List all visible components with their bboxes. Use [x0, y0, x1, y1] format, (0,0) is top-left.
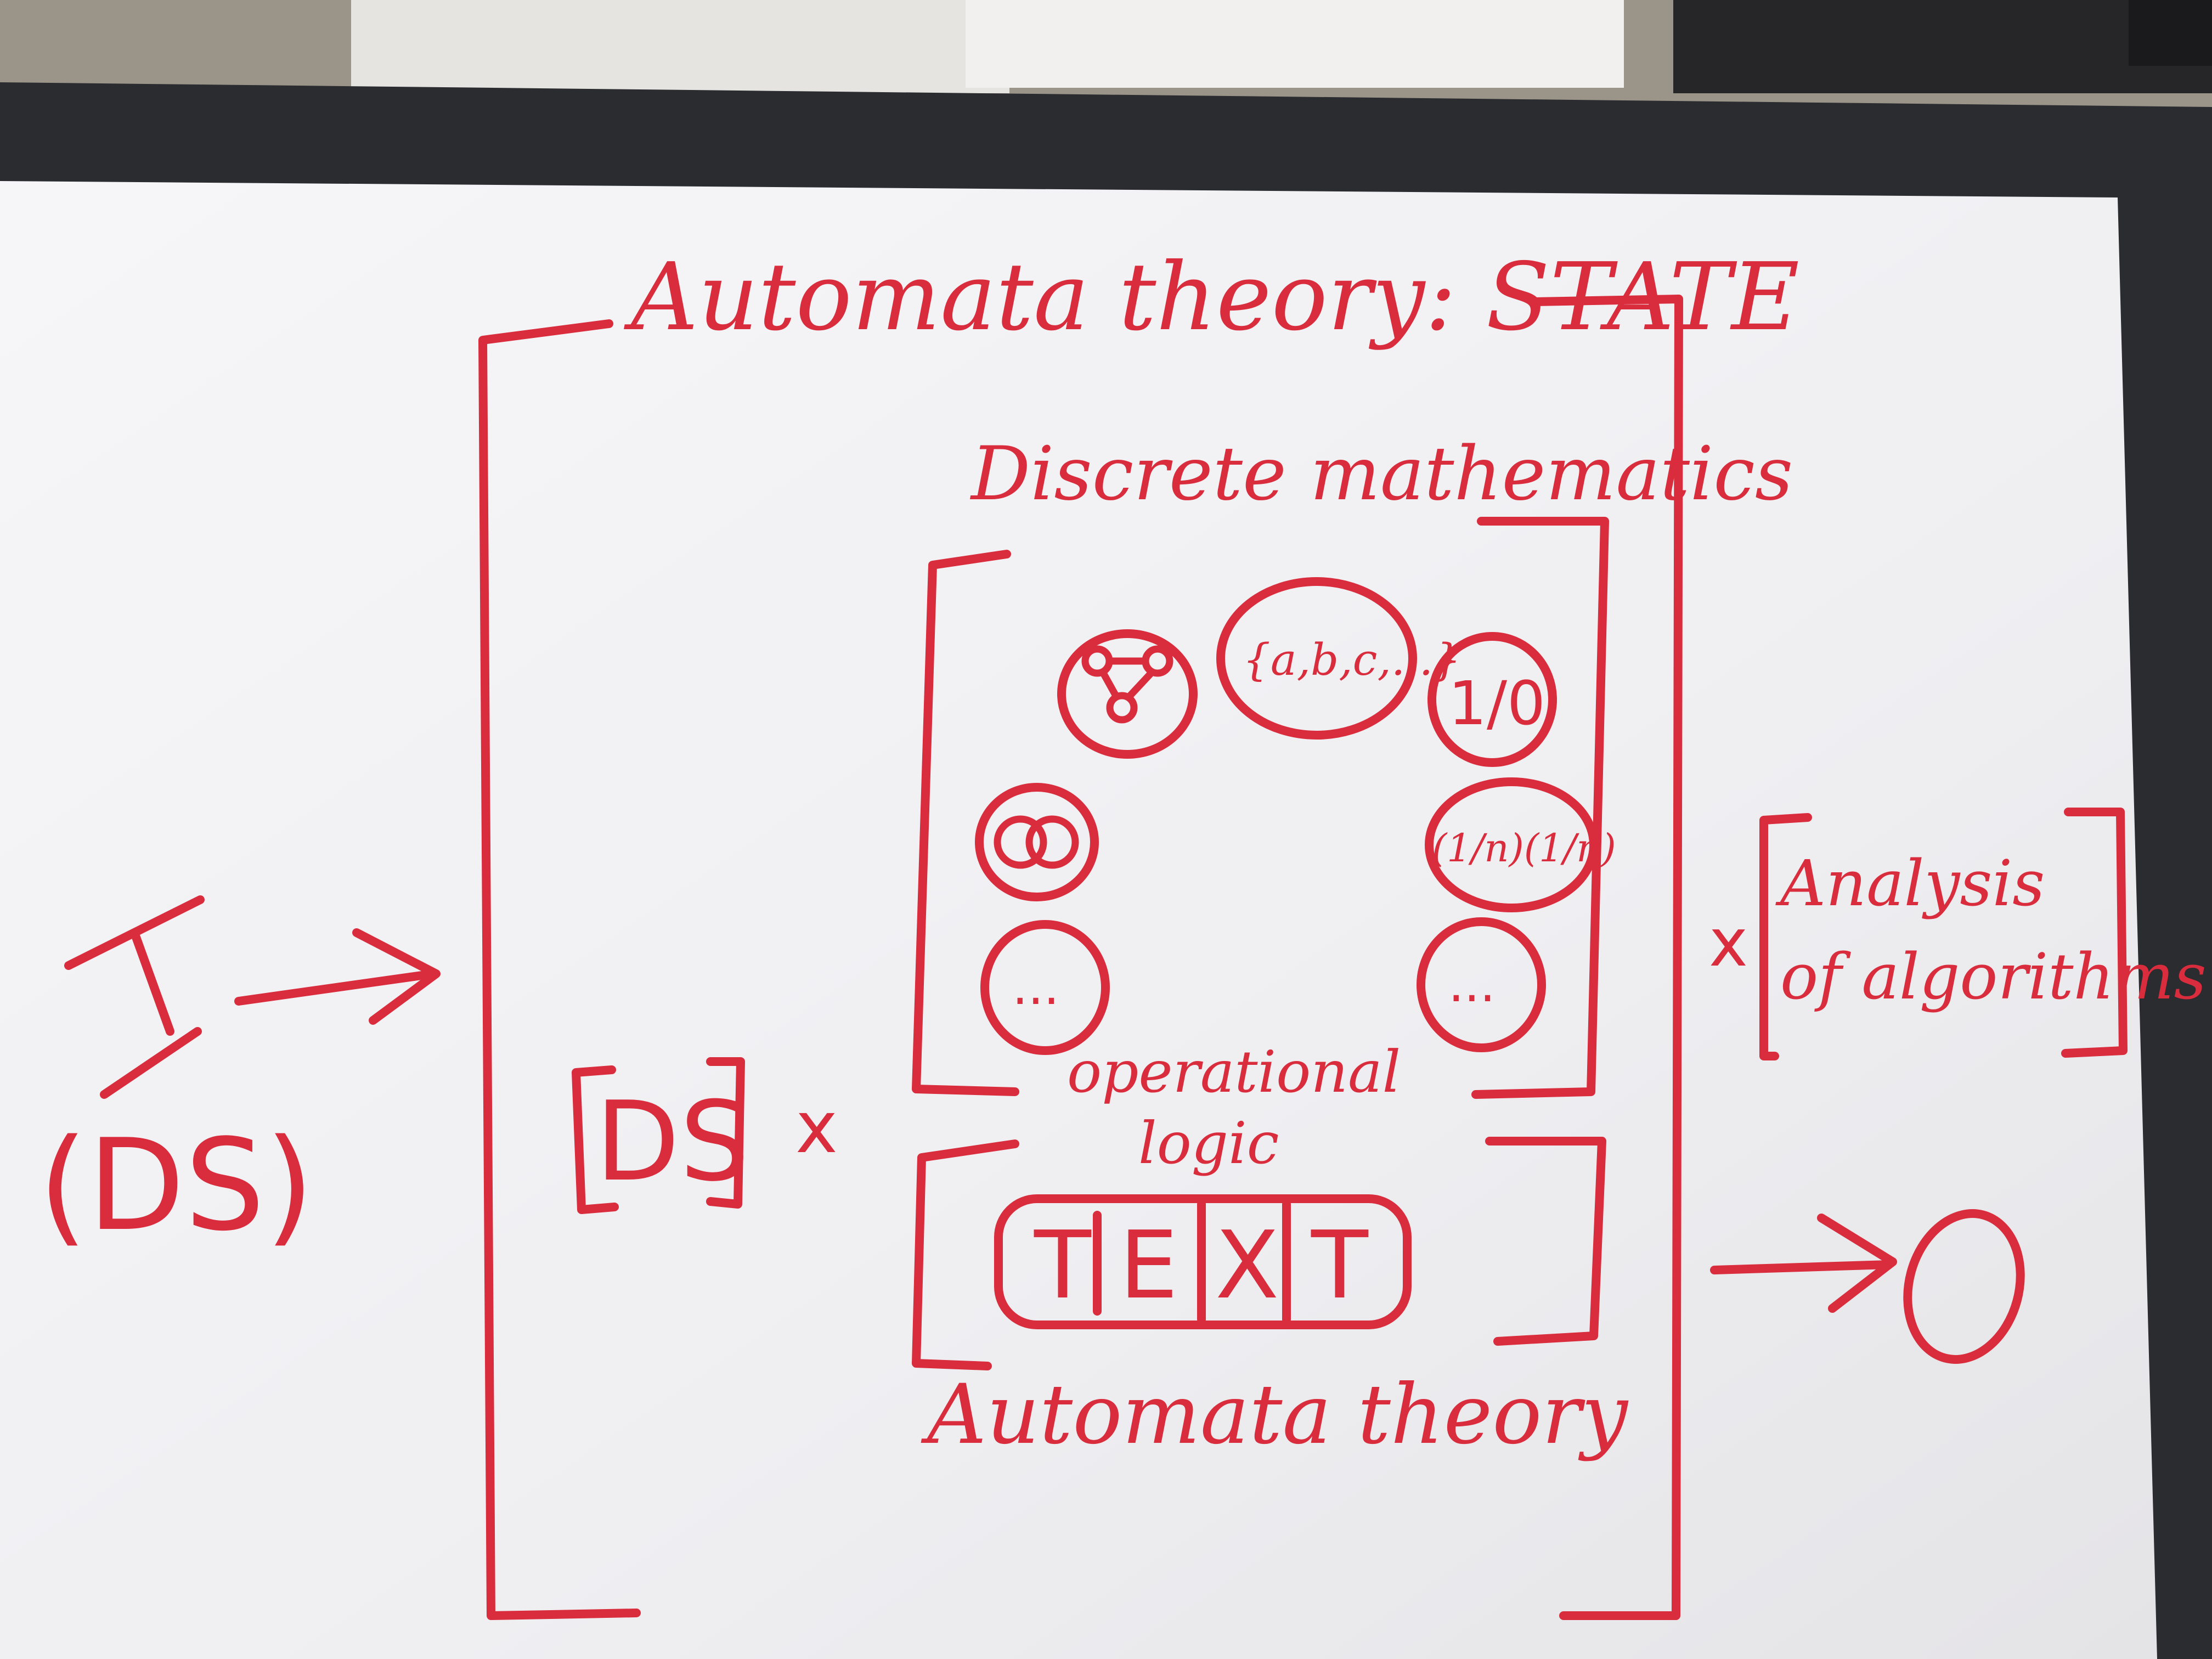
analysis-line-1: Analysis: [1775, 847, 2045, 921]
analysis-bracket: Analysis of algorithms: [1759, 808, 2207, 1060]
binary-circle: 1/0: [1427, 632, 1557, 767]
probability-label: (1/n)(1/n): [1432, 826, 1616, 871]
tape: T E X T: [994, 1194, 1412, 1329]
logic-label: logic: [1138, 1110, 1279, 1177]
input-ds-label: (DS): [38, 1113, 314, 1259]
tape-cell-4: T: [1311, 1211, 1369, 1320]
outer-bracket: [478, 295, 1683, 1620]
analysis-line-2: of algorithms: [1780, 940, 2207, 1014]
arrow-right-icon: [1710, 1214, 1897, 1313]
dots-circle-right: ...: [1417, 917, 1546, 1052]
ds-box: DS: [572, 1057, 749, 1214]
set-notation: {a,b,c,...}: [1243, 634, 1461, 685]
binary-label: 1/0: [1448, 668, 1545, 738]
set-circle: {a,b,c,...}: [1216, 577, 1461, 740]
dots-circle-left: ...: [980, 920, 1110, 1055]
input-i-symbol: [64, 895, 205, 1099]
graph-icon: [1057, 629, 1198, 759]
probability-circle: (1/n)(1/n): [1425, 777, 1616, 912]
ds-box-label: DS: [595, 1078, 749, 1206]
discrete-math-heading: Discrete mathematics: [969, 431, 1793, 517]
tape-cell-1: T: [1034, 1211, 1092, 1320]
arrow-right-icon: [234, 928, 441, 1025]
dots-left-label: ...: [1012, 958, 1059, 1016]
discrete-math-bracket: [912, 517, 1609, 1099]
whiteboard-frame: [0, 82, 2212, 1659]
automata-bracket: [912, 1137, 1606, 1370]
tape-cell-2: E: [1119, 1211, 1178, 1320]
output-circle: O: [1903, 1209, 2025, 1364]
tape-cell-3: X: [1215, 1211, 1279, 1320]
automata-theory-footer: Automata theory: [921, 1367, 1629, 1463]
times-sign-1: x: [795, 1086, 838, 1169]
overlapping-circles-icon: [975, 783, 1099, 901]
operational-label: operational: [1067, 1039, 1401, 1105]
dots-right-label: ...: [1448, 956, 1496, 1013]
times-sign-2: x: [1709, 905, 1748, 981]
